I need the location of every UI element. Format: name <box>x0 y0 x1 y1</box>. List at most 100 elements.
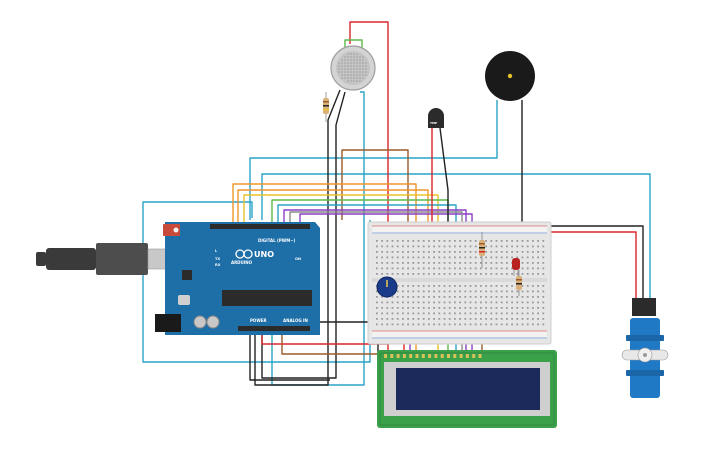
breadboard-hole[interactable] <box>417 296 420 298</box>
breadboard-hole[interactable] <box>500 290 503 293</box>
breadboard-hole[interactable] <box>417 251 420 253</box>
breadboard-hole[interactable] <box>485 267 487 270</box>
breadboard-hole[interactable] <box>443 273 446 275</box>
breadboard-hole[interactable] <box>490 296 493 298</box>
breadboard-hole[interactable] <box>459 285 461 287</box>
breadboard-hole[interactable] <box>396 312 399 315</box>
breadboard-hole[interactable] <box>511 285 513 287</box>
breadboard-hole[interactable] <box>511 240 513 242</box>
wire-cyan-gas[interactable] <box>271 91 365 386</box>
breadboard-hole[interactable] <box>396 301 399 304</box>
breadboard-hole[interactable] <box>443 262 446 264</box>
breadboard-hole[interactable] <box>469 301 472 304</box>
breadboard-hole[interactable] <box>459 251 461 253</box>
resistor-led[interactable] <box>516 270 522 296</box>
breadboard-hole[interactable] <box>526 240 529 242</box>
breadboard-hole[interactable] <box>407 273 409 275</box>
breadboard-hole[interactable] <box>469 307 472 309</box>
lcd-display[interactable] <box>377 350 557 428</box>
breadboard-hole[interactable] <box>464 318 467 320</box>
breadboard-hole[interactable] <box>464 273 467 275</box>
breadboard-hole[interactable] <box>417 262 420 264</box>
breadboard-hole[interactable] <box>521 262 524 264</box>
breadboard-hole[interactable] <box>454 273 456 275</box>
wire-black-servo[interactable] <box>544 225 644 300</box>
breadboard-hole[interactable] <box>454 267 456 270</box>
breadboard-hole[interactable] <box>532 273 534 275</box>
breadboard-hole[interactable] <box>511 273 513 275</box>
breadboard-hole[interactable] <box>495 240 498 242</box>
breadboard-hole[interactable] <box>485 245 487 248</box>
breadboard-hole[interactable] <box>422 251 425 253</box>
wire-brown-top[interactable] <box>341 149 409 232</box>
breadboard-hole[interactable] <box>464 301 467 304</box>
breadboard-hole[interactable] <box>402 273 404 275</box>
breadboard-hole[interactable] <box>464 256 467 259</box>
breadboard-hole[interactable] <box>495 285 498 287</box>
breadboard-hole[interactable] <box>542 273 545 275</box>
breadboard-hole[interactable] <box>490 318 493 320</box>
wire-black-power[interactable] <box>249 334 330 381</box>
breadboard-hole[interactable] <box>376 301 378 304</box>
breadboard-hole[interactable] <box>490 273 493 275</box>
breadboard-hole[interactable] <box>506 262 508 264</box>
breadboard-hole[interactable] <box>386 245 389 248</box>
breadboard-hole[interactable] <box>500 285 503 287</box>
breadboard-hole[interactable] <box>469 285 472 287</box>
breadboard-hole[interactable] <box>490 245 493 248</box>
breadboard-hole[interactable] <box>396 318 399 320</box>
breadboard-hole[interactable] <box>521 307 524 309</box>
breadboard-hole[interactable] <box>521 318 524 320</box>
breadboard-hole[interactable] <box>464 251 467 253</box>
breadboard-hole[interactable] <box>407 256 409 259</box>
breadboard-hole[interactable] <box>500 273 503 275</box>
breadboard-hole[interactable] <box>433 240 435 242</box>
breadboard-hole[interactable] <box>407 262 409 264</box>
breadboard-hole[interactable] <box>532 240 534 242</box>
breadboard-hole[interactable] <box>500 267 503 270</box>
breadboard-hole[interactable] <box>511 251 513 253</box>
breadboard-hole[interactable] <box>542 301 545 304</box>
breadboard-hole[interactable] <box>480 285 482 287</box>
breadboard-hole[interactable] <box>422 301 425 304</box>
breadboard-hole[interactable] <box>542 323 545 326</box>
breadboard-hole[interactable] <box>469 296 472 298</box>
breadboard-hole[interactable] <box>433 256 435 259</box>
breadboard-hole[interactable] <box>495 273 498 275</box>
breadboard-hole[interactable] <box>526 312 529 315</box>
breadboard-hole[interactable] <box>412 301 415 304</box>
breadboard-hole[interactable] <box>542 307 545 309</box>
breadboard-hole[interactable] <box>474 323 477 326</box>
breadboard-hole[interactable] <box>376 312 378 315</box>
wire-green-gas[interactable] <box>344 39 363 50</box>
breadboard-hole[interactable] <box>526 301 529 304</box>
breadboard-hole[interactable] <box>402 323 404 326</box>
breadboard-hole[interactable] <box>490 323 493 326</box>
breadboard-hole[interactable] <box>386 262 389 264</box>
breadboard-hole[interactable] <box>516 318 519 320</box>
breadboard-hole[interactable] <box>381 296 383 298</box>
breadboard-hole[interactable] <box>412 251 415 253</box>
breadboard-hole[interactable] <box>480 256 482 259</box>
power-jack[interactable] <box>155 314 181 332</box>
breadboard-hole[interactable] <box>376 273 378 275</box>
breadboard-hole[interactable] <box>537 262 539 264</box>
breadboard-hole[interactable] <box>381 307 383 309</box>
breadboard-hole[interactable] <box>443 323 446 326</box>
breadboard-hole[interactable] <box>402 285 404 287</box>
breadboard-hole[interactable] <box>521 296 524 298</box>
breadboard-hole[interactable] <box>506 323 508 326</box>
breadboard-hole[interactable] <box>542 267 545 270</box>
breadboard-hole[interactable] <box>474 267 477 270</box>
breadboard-hole[interactable] <box>428 251 430 253</box>
breadboard-hole[interactable] <box>443 290 446 293</box>
breadboard-hole[interactable] <box>459 245 461 248</box>
breadboard-hole[interactable] <box>485 273 487 275</box>
breadboard-hole[interactable] <box>433 301 435 304</box>
breadboard-hole[interactable] <box>391 262 394 264</box>
breadboard-hole[interactable] <box>422 307 425 309</box>
breadboard-hole[interactable] <box>506 296 508 298</box>
breadboard-hole[interactable] <box>433 285 435 287</box>
breadboard-hole[interactable] <box>396 256 399 259</box>
breadboard-hole[interactable] <box>459 290 461 293</box>
